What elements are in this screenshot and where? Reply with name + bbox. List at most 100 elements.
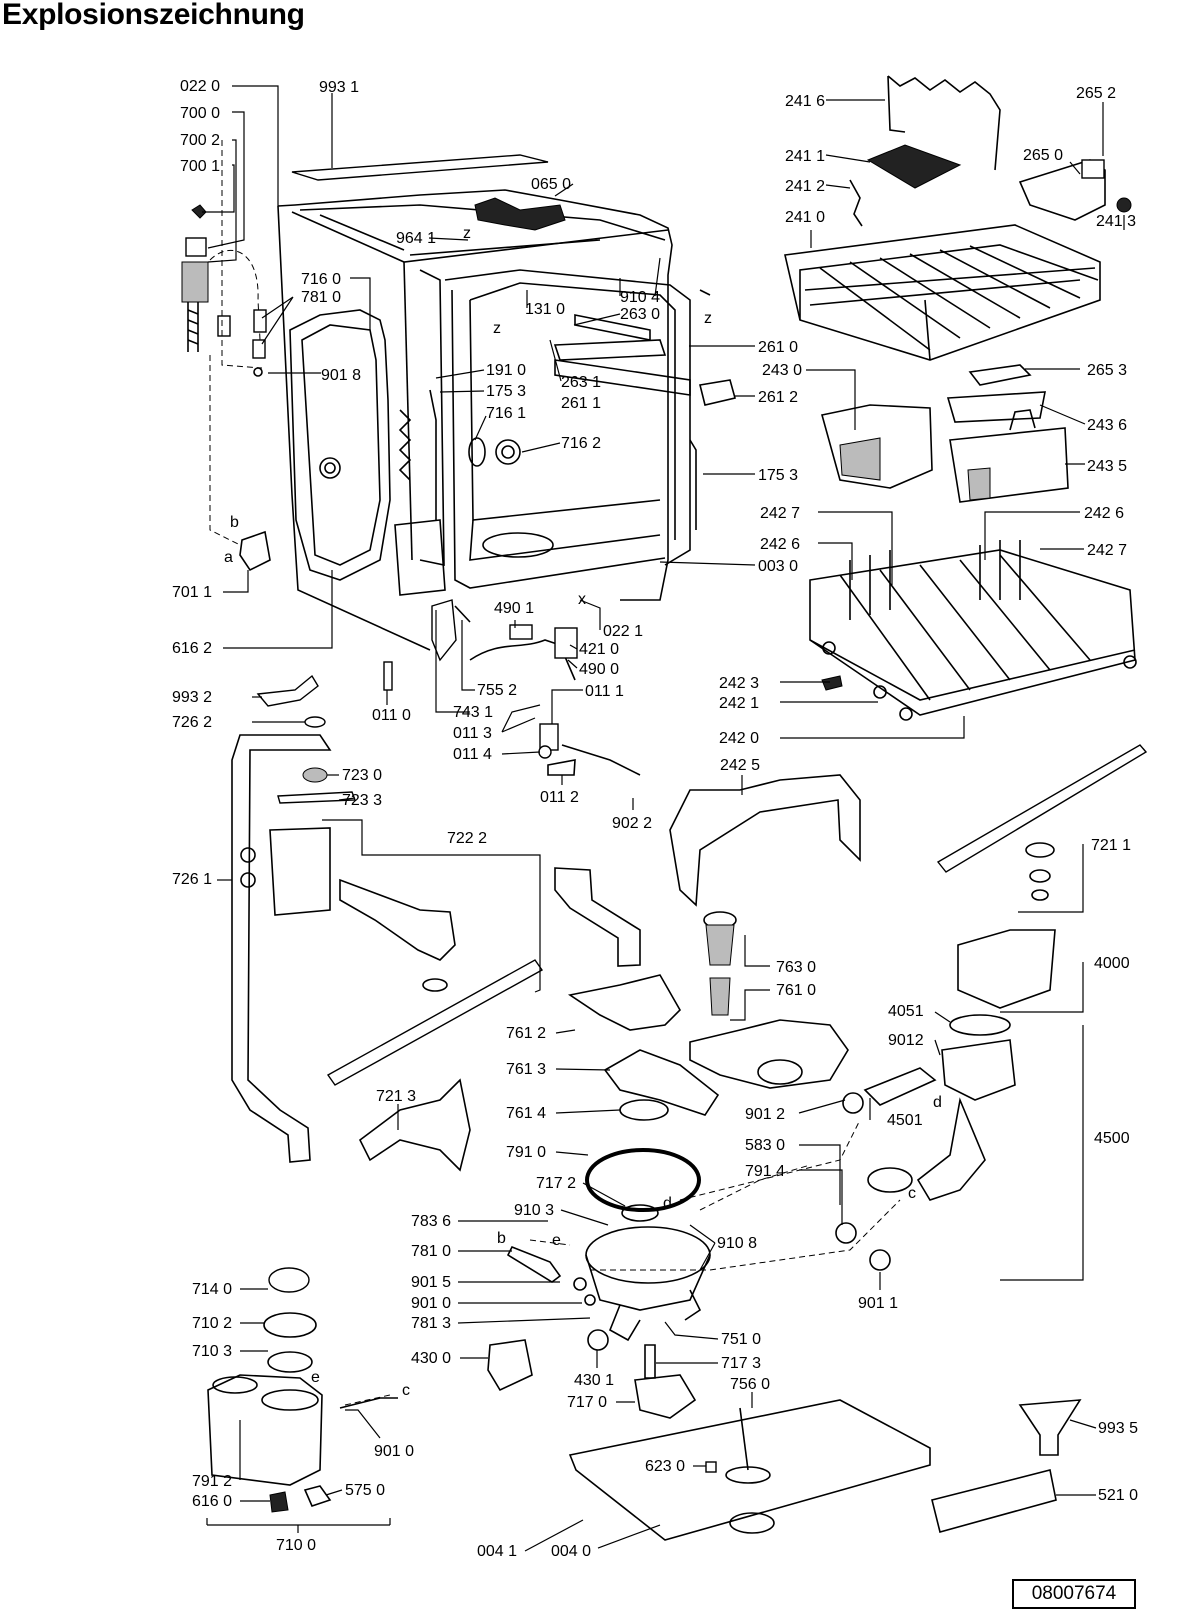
callout-label: 131 0	[525, 301, 565, 318]
water-softener	[207, 1267, 398, 1513]
leader-lines	[202, 85, 1125, 1552]
callout-label: 723 0	[342, 767, 382, 784]
callout-label: 781 0	[411, 1243, 451, 1260]
callout-label: 175 3	[486, 383, 526, 400]
part-drawings	[181, 75, 1148, 1541]
callout-label: 242 6	[1084, 505, 1124, 522]
callout-label: 241 1	[785, 148, 825, 165]
connection-marker: z	[463, 225, 471, 242]
callout-label: 242 1	[719, 695, 759, 712]
callout-label: 022 0	[180, 78, 220, 95]
callout-label: 263 1	[561, 374, 601, 391]
callout-label: 993 5	[1098, 1420, 1138, 1437]
callout-label: 716 0	[301, 271, 341, 288]
callout-label: 751 0	[721, 1331, 761, 1348]
rack-bracket	[1018, 159, 1132, 221]
callout-label: 265 2	[1076, 85, 1116, 102]
callout-label: 241 6	[785, 93, 825, 110]
connection-marker: b	[497, 1230, 506, 1247]
callout-label: 011 2	[540, 789, 579, 806]
callout-label: 265 3	[1087, 362, 1127, 379]
callout-label: 723 3	[342, 792, 382, 809]
callout-label: 781 3	[411, 1315, 451, 1332]
spray-arm-nut	[304, 716, 326, 728]
connection-marker: e	[552, 1232, 561, 1249]
base-plate	[568, 1399, 931, 1541]
callout-label: 4051	[888, 1003, 924, 1020]
callout-label: 743 1	[453, 704, 493, 721]
cutlery-baskets	[821, 364, 1069, 503]
sump-cover-ring	[621, 1204, 659, 1222]
callout-label: 430 0	[411, 1350, 451, 1367]
callout-label: 761 4	[506, 1105, 546, 1122]
callout-label: 490 1	[494, 600, 534, 617]
salt-funnel	[1018, 1399, 1082, 1456]
callout-label: 726 2	[172, 714, 212, 731]
callout-label: 721 1	[1091, 837, 1131, 854]
callout-label: 242 7	[760, 505, 800, 522]
callout-label: 901 1	[858, 1295, 898, 1312]
callout-label: 521 0	[1098, 1487, 1138, 1504]
callout-label: 710 2	[192, 1315, 232, 1332]
callout-label: 714 0	[192, 1281, 232, 1298]
upper-rack	[784, 75, 1101, 361]
callout-label: 242 7	[1087, 542, 1127, 559]
page-title: Explosionszeichnung	[2, 0, 305, 31]
callout-label: 421 0	[579, 641, 619, 658]
callout-label: 263 0	[620, 306, 660, 323]
callout-label: 901 0	[374, 1443, 414, 1460]
heater-element	[506, 1245, 562, 1283]
callout-label: 910 3	[514, 1202, 554, 1219]
callout-label: 243 0	[762, 362, 802, 379]
callout-label: 716 1	[486, 405, 526, 422]
callout-label: 902 2	[612, 815, 652, 832]
callout-label: 700 2	[180, 132, 220, 149]
document-number: 08007674	[1012, 1579, 1136, 1609]
connection-marker: z	[704, 310, 712, 327]
top-cover-strip	[291, 154, 549, 181]
connection-marker: d	[663, 1195, 672, 1212]
callout-label: 583 0	[745, 1137, 785, 1154]
callout-label: 4000	[1094, 955, 1130, 972]
callout-label: 761 3	[506, 1061, 546, 1078]
callout-label: 910 4	[620, 289, 660, 306]
callout-label: 575 0	[345, 1482, 385, 1499]
callout-label: 791 4	[745, 1163, 785, 1180]
callout-label: 175 3	[758, 467, 798, 484]
spray-arm-clip	[277, 791, 356, 804]
callout-label: 721 3	[376, 1088, 416, 1105]
circulation-motor	[487, 1339, 533, 1392]
callout-label: 623 0	[645, 1458, 685, 1475]
filter-assembly	[567, 911, 849, 1121]
callout-label: 9012	[888, 1032, 924, 1049]
wrench-tool	[256, 674, 319, 707]
tine-holder	[669, 774, 861, 907]
upper-spray-arm	[936, 744, 1148, 901]
callout-label: 241 0	[785, 209, 825, 226]
callout-label: 011 4	[453, 746, 492, 763]
callout-label: 004 1	[477, 1543, 517, 1560]
callout-label: 722 2	[447, 830, 487, 847]
callout-label: 243 6	[1087, 417, 1127, 434]
callout-label: 242 5	[720, 757, 760, 774]
callout-label: 261 1	[561, 395, 601, 412]
callout-label: 011 0	[372, 707, 411, 724]
callout-label: 700 1	[180, 158, 220, 175]
callout-label: 993 1	[319, 79, 359, 96]
callout-label: 717 2	[536, 1175, 576, 1192]
lower-rack	[809, 540, 1137, 721]
callout-label: 242 3	[719, 675, 759, 692]
callout-label: 901 0	[411, 1295, 451, 1312]
connection-marker: a	[224, 549, 233, 566]
connection-marker: z	[493, 320, 501, 337]
callout-label: 011 1	[585, 683, 624, 700]
spray-arm-hub	[302, 767, 328, 783]
callout-label: 761 2	[506, 1025, 546, 1042]
callout-label: 701 1	[172, 584, 212, 601]
callout-label: 003 0	[758, 558, 798, 575]
callout-label: 490 0	[579, 661, 619, 678]
callout-label: 710 0	[276, 1537, 316, 1554]
mid-pipe	[554, 867, 641, 967]
callout-label: 065 0	[531, 176, 571, 193]
